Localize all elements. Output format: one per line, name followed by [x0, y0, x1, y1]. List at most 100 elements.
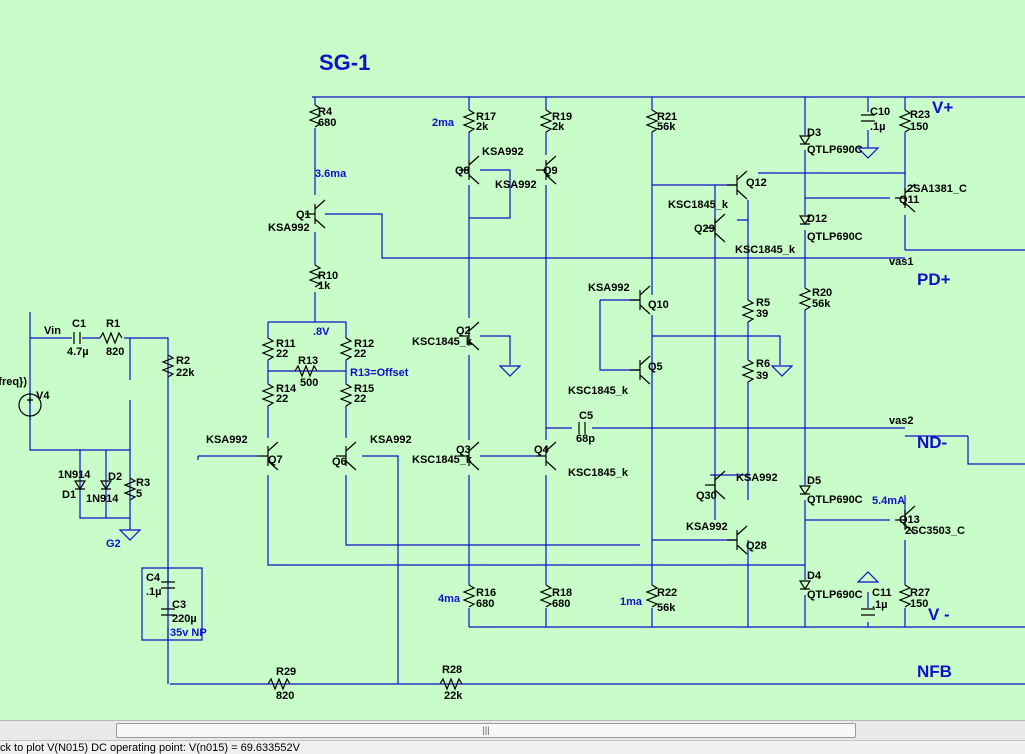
capacitor-c10-value[interactable]: .1µ [870, 121, 886, 133]
resistor-r27-value[interactable]: 150 [910, 598, 928, 610]
capacitor-c10[interactable] [861, 114, 875, 122]
transistor-q4-model[interactable]: KSC1845_k [568, 467, 629, 479]
resistor-r17-value[interactable]: 2k [476, 121, 489, 133]
transistor-q30-model[interactable]: KSA992 [736, 472, 778, 484]
transistor-q1-name[interactable]: Q1 [296, 209, 311, 221]
transistor-q11-name[interactable]: Q11 [899, 194, 919, 206]
diode-d3-name[interactable]: D3 [807, 127, 821, 139]
resistor-r23-value[interactable]: 150 [910, 121, 928, 133]
resistor-r4[interactable] [308, 104, 322, 128]
transistor-q4[interactable] [536, 441, 557, 471]
diode-d5-name[interactable]: D5 [807, 475, 821, 487]
annotation-35v-np[interactable]: 35v NP [170, 627, 207, 639]
resistor-r21[interactable] [645, 109, 659, 133]
resistor-r12-name[interactable]: R12 [354, 338, 374, 350]
resistor-r15-value[interactable]: 22 [354, 393, 366, 405]
transistor-q1-model[interactable]: KSA992 [268, 222, 310, 234]
transistor-q3-name[interactable]: Q3 [456, 444, 471, 456]
voltage-source-v4-value[interactable]: {freq}) [0, 376, 27, 388]
capacitor-c3[interactable] [161, 608, 175, 616]
transistor-q5-model[interactable]: KSC1845_k [568, 385, 629, 397]
net-label-pdplus[interactable]: PD+ [917, 270, 951, 289]
resistor-r4-name[interactable]: R4 [318, 106, 333, 118]
transistor-q2-name[interactable]: Q2 [456, 325, 471, 337]
resistor-r10[interactable] [308, 264, 322, 288]
horizontal-scrollbar[interactable]: ||| [0, 720, 1025, 740]
transistor-q13[interactable] [895, 505, 916, 535]
net-label-nfb[interactable]: NFB [917, 662, 952, 681]
diode-d3[interactable] [798, 135, 812, 146]
transistor-q1[interactable] [305, 199, 326, 229]
resistor-r2[interactable] [161, 354, 175, 378]
transistor-q29[interactable] [705, 213, 726, 243]
diode-d4-name[interactable]: D4 [807, 570, 822, 582]
resistor-r23[interactable] [898, 109, 912, 133]
resistor-r28[interactable] [439, 677, 463, 691]
diode-d5-value[interactable]: QTLP690C [807, 494, 863, 506]
transistor-q6-model[interactable]: KSA992 [370, 434, 412, 446]
resistor-r29-value[interactable]: 820 [276, 690, 294, 702]
transistor-q12-name[interactable]: Q12 [746, 177, 767, 189]
schematic-title[interactable]: SG-1 [319, 50, 370, 75]
transistor-q3[interactable] [459, 441, 480, 471]
resistor-r14[interactable] [261, 383, 275, 407]
net-label-vas1[interactable]: vas1 [889, 256, 913, 268]
diode-d2-name[interactable]: D2 [108, 471, 122, 483]
transistor-q4-name[interactable]: Q4 [534, 444, 550, 456]
resistor-r20[interactable] [798, 287, 812, 311]
capacitor-c4-value[interactable]: .1µ [146, 586, 162, 598]
net-label-vplus[interactable]: V+ [932, 98, 953, 117]
capacitor-c1-value[interactable]: 4.7µ [67, 346, 89, 358]
resistor-r29[interactable] [267, 677, 291, 691]
resistor-r20-value[interactable]: 56k [812, 298, 831, 310]
resistor-r21-value[interactable]: 56k [657, 121, 676, 133]
transistor-q2-model[interactable]: KSC1845_k [412, 336, 473, 348]
capacitor-c5-name[interactable]: C5 [579, 410, 593, 422]
transistor-q7[interactable] [258, 441, 279, 471]
resistor-r3-value[interactable]: 5 [136, 488, 142, 500]
resistor-r27-name[interactable]: R27 [910, 587, 930, 599]
transistor-q11-model[interactable]: 2SA1381_C [907, 183, 967, 195]
net-label-ndminus[interactable]: ND- [917, 433, 947, 452]
transistor-q9[interactable] [536, 155, 557, 185]
resistor-r18[interactable] [539, 584, 553, 608]
diode-d12[interactable] [798, 215, 812, 226]
transistor-q11[interactable] [895, 183, 916, 213]
voltage-source-v4-name[interactable]: V4 [36, 390, 50, 402]
net-label-vin[interactable]: Vin [44, 325, 61, 337]
resistor-r12-value[interactable]: 22 [354, 348, 366, 360]
transistor-q7-name[interactable]: Q7 [268, 454, 283, 466]
resistor-r12[interactable] [339, 337, 353, 361]
transistor-q9-model[interactable]: KSA992 [495, 179, 537, 191]
net-label-g2[interactable]: G2 [106, 538, 121, 550]
diode-d1[interactable] [73, 480, 87, 491]
annotation-0-8v[interactable]: .8V [313, 326, 330, 338]
transistor-q10-name[interactable]: Q10 [648, 299, 669, 311]
resistor-r6-name[interactable]: R6 [756, 358, 770, 370]
capacitor-c11-value[interactable]: .1µ [872, 599, 888, 611]
resistor-r13-value[interactable]: 500 [300, 377, 318, 389]
resistor-r15-name[interactable]: R15 [354, 383, 374, 395]
transistor-q7-model[interactable]: KSA992 [206, 434, 248, 446]
annotation-5-4ma[interactable]: 5.4mA [872, 495, 905, 507]
annotation-3-6ma[interactable]: 3.6ma [315, 168, 347, 180]
resistor-r20-name[interactable]: R20 [812, 287, 832, 299]
capacitor-c3-name[interactable]: C3 [172, 599, 186, 611]
resistor-r22[interactable] [645, 584, 659, 608]
capacitor-c11-name[interactable]: C11 [872, 587, 892, 599]
resistor-r3-name[interactable]: R3 [136, 477, 150, 489]
transistor-q28-model[interactable]: KSA992 [686, 521, 728, 533]
resistor-r19-value[interactable]: 2k [552, 121, 565, 133]
resistor-r6[interactable] [741, 359, 755, 383]
capacitor-c4-name[interactable]: C4 [146, 572, 161, 584]
annotation-1ma[interactable]: 1ma [620, 596, 643, 608]
resistor-r14-value[interactable]: 22 [276, 393, 288, 405]
resistor-r1-name[interactable]: R1 [106, 318, 120, 330]
transistor-q3-model[interactable]: KSC1845_k [412, 454, 473, 466]
resistor-r17-name[interactable]: R17 [476, 111, 496, 123]
resistor-r18-name[interactable]: R18 [552, 587, 572, 599]
capacitor-c1[interactable] [73, 332, 81, 344]
transistor-q8[interactable] [459, 155, 480, 185]
transistor-q29-model[interactable]: KSC1845_k [735, 244, 796, 256]
resistor-r17[interactable] [462, 109, 476, 133]
